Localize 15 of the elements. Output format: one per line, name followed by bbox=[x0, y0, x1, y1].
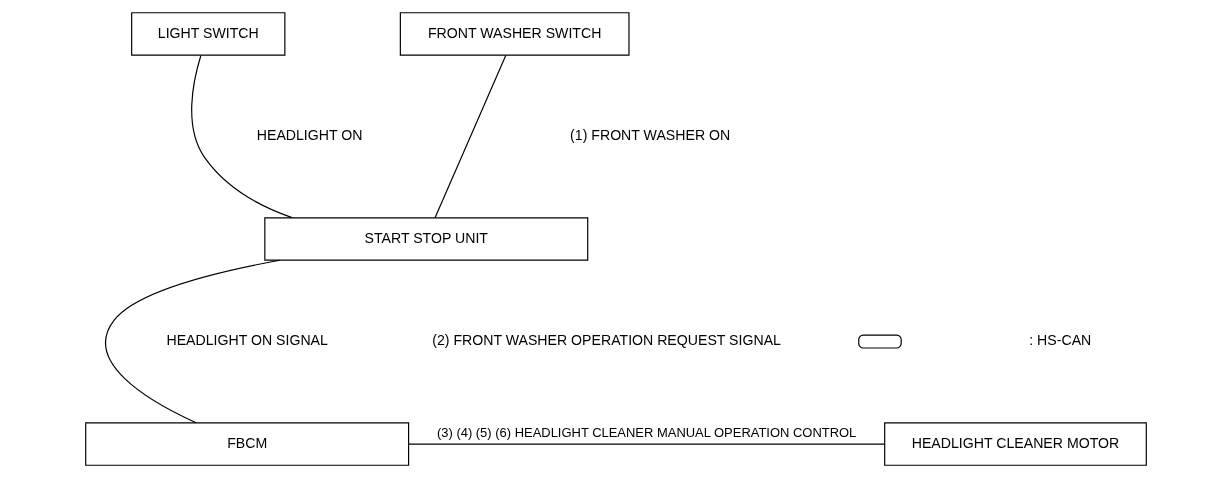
label: (1) FRONT WASHER ON bbox=[569, 127, 730, 144]
label: HEADLIGHT ON SIGNAL bbox=[165, 332, 328, 349]
legend-label: : HS-CAN bbox=[1028, 332, 1091, 349]
connector bbox=[407, 443, 885, 445]
node-box: START STOP UNIT bbox=[263, 217, 588, 261]
connector bbox=[433, 54, 506, 219]
edge-label: (3) (4) (5) (6) HEADLIGHT CLEANER MANUAL OPERATION CONTROL bbox=[436, 424, 856, 440]
node-box: FBCM bbox=[84, 422, 409, 466]
node-box: HEADLIGHT CLEANER MOTOR bbox=[883, 422, 1147, 466]
connector bbox=[190, 54, 293, 219]
node-box: LIGHT SWITCH bbox=[130, 12, 285, 56]
node-box: FRONT WASHER SWITCH bbox=[399, 12, 630, 56]
label: HEADLIGHT ON bbox=[256, 127, 362, 144]
label: (2) FRONT WASHER OPERATION REQUEST SIGNAL bbox=[431, 332, 781, 349]
connector bbox=[104, 259, 280, 424]
